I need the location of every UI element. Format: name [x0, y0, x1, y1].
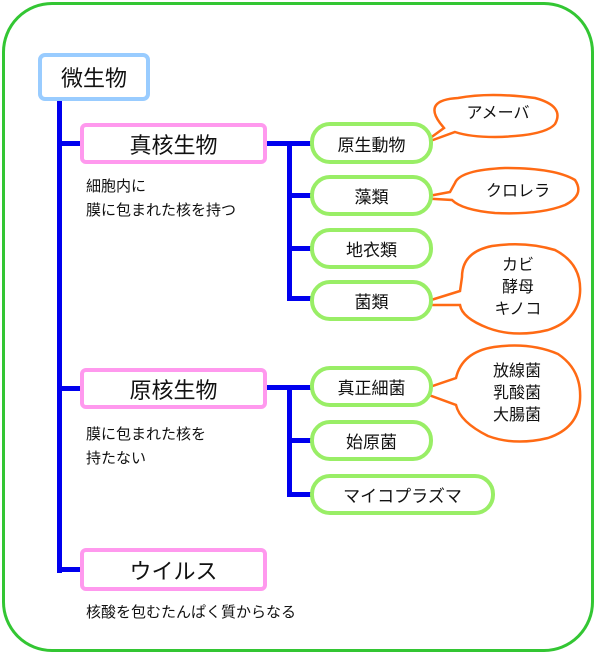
description-line: 核酸を包むたんぱく質からなる [86, 603, 297, 621]
category-node-virus: ウイルス [80, 548, 267, 591]
callout-text-chlorella: クロレラ [485, 181, 550, 200]
leaf-label: 菌類 [354, 293, 389, 313]
leaf-label: 藻類 [354, 188, 389, 208]
callout-text-bacteria-3: 大腸菌 [492, 405, 541, 424]
connector-archaea [287, 438, 314, 443]
eukaryote-description: 細胞内に 膜に包まれた核を持つ [86, 174, 236, 222]
eukaryote-branch-v [287, 141, 292, 301]
callout-text-fungi-3: キノコ [494, 299, 542, 318]
callout-amoeba [421, 93, 559, 146]
connector-eukaryote [57, 141, 82, 146]
leaf-node-lichen: 地衣類 [310, 228, 433, 269]
category-node-prokaryote: 原核生物 [80, 368, 267, 409]
leaf-label: 原生動物 [337, 135, 406, 156]
root-node-microorganism: 微生物 [38, 53, 150, 101]
leaf-node-mycoplasma: マイコプラズマ [310, 474, 495, 515]
callout-chlorella [417, 166, 580, 215]
leaf-node-fungi: 菌類 [310, 280, 433, 321]
diagram-frame [2, 2, 594, 652]
callout-text-fungi-1: カビ [501, 255, 534, 274]
leaf-node-algae: 藻類 [310, 175, 433, 216]
leaf-label: マイコプラズマ [343, 487, 462, 507]
root-label: 微生物 [60, 67, 127, 92]
category-label: 真核生物 [129, 133, 218, 159]
connector-virus [57, 567, 82, 572]
description-line: 細胞内に [86, 177, 147, 195]
description-line: 膜に包まれた核を持つ [86, 201, 237, 219]
description-line: 膜に包まれた核を [86, 425, 207, 443]
leaf-node-eubacteria: 真正細菌 [310, 366, 433, 407]
category-label: 原核生物 [129, 378, 218, 404]
callout-text-bacteria-2: 乳酸菌 [492, 383, 541, 402]
connector-mycoplasma [287, 492, 314, 497]
leaf-label: 地衣類 [346, 241, 397, 261]
connector-lichen [287, 246, 314, 251]
virus-description: 核酸を包むたんぱく質からなる [86, 600, 296, 624]
callout-text-amoeba: アメーバ [466, 103, 530, 122]
prokaryote-description: 膜に包まれた核を 持たない [86, 422, 206, 470]
description-line: 持たない [86, 449, 147, 467]
connector-prokaryote [57, 386, 82, 391]
callout-text-fungi-2: 酵母 [501, 277, 534, 296]
callout-text-bacteria-1: 放線菌 [492, 361, 541, 380]
category-node-eukaryote: 真核生物 [80, 123, 267, 164]
category-label: ウイルス [129, 559, 218, 585]
connector-algae [287, 193, 314, 198]
connector-fungi [287, 296, 314, 301]
callout-fungi [414, 242, 582, 335]
callout-bacteria [414, 344, 582, 443]
leaf-label: 始原菌 [346, 433, 397, 453]
leaf-node-protozoa: 原生動物 [310, 122, 433, 164]
leaf-node-archaea: 始原菌 [310, 420, 433, 461]
trunk-connector [57, 100, 62, 573]
leaf-label: 真正細菌 [337, 379, 406, 399]
